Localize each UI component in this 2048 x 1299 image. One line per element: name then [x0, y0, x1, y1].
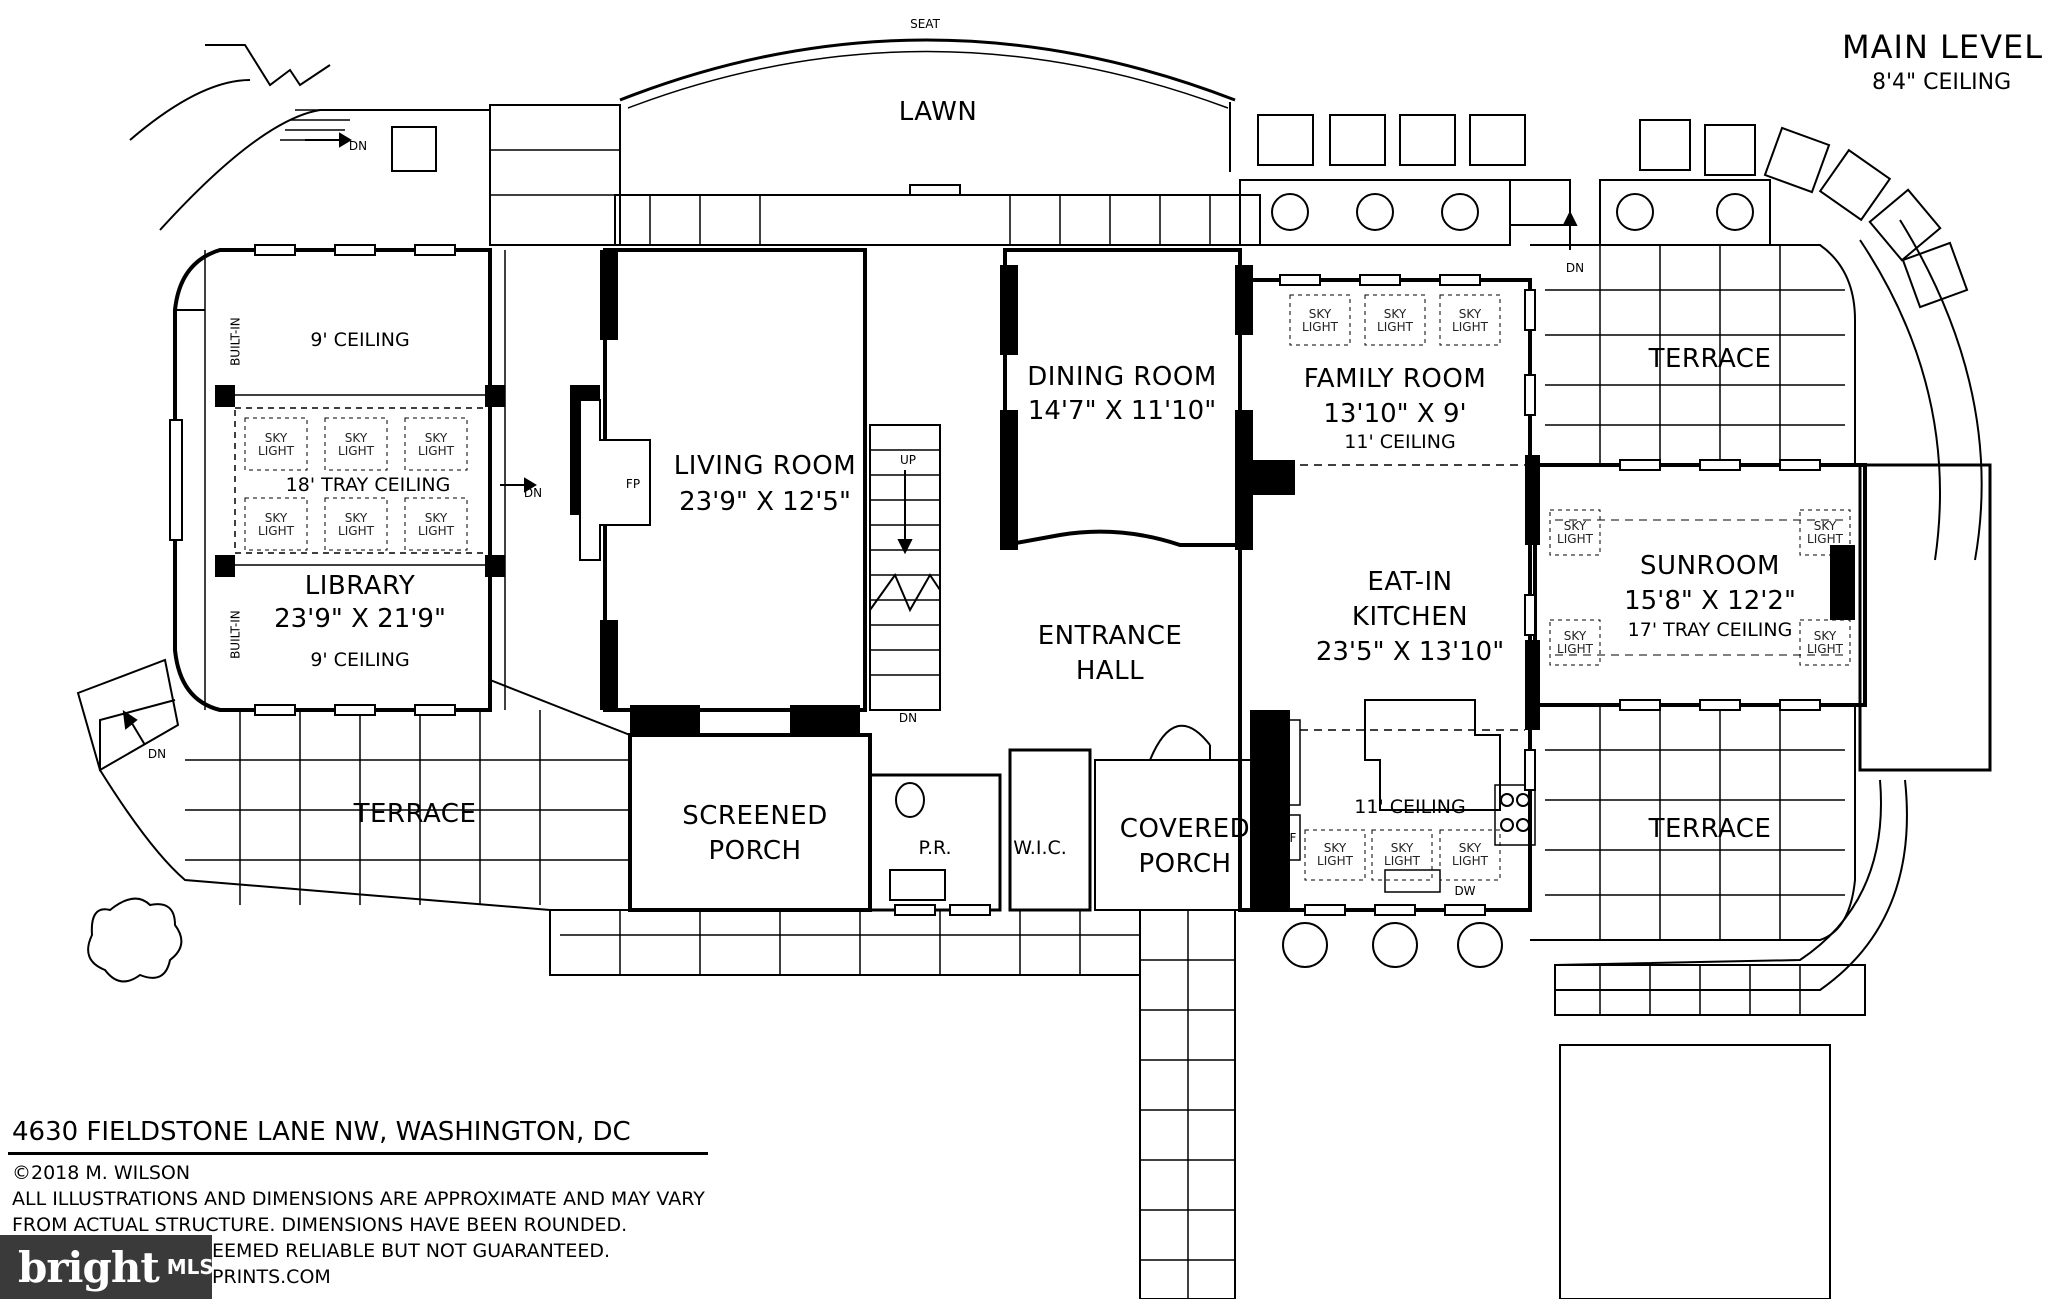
kitchen-dims: 23'5" X 13'10"	[1315, 637, 1505, 667]
terrace-left	[220, 678, 1141, 1299]
library-dn-label: DN	[523, 486, 543, 500]
terrace-right-bottom	[1530, 704, 1856, 941]
family-room-dims: 13'10" X 9'	[1323, 399, 1467, 429]
terrace-right-top-label: TERRACE	[1648, 344, 1772, 374]
dw-label: DW	[1454, 884, 1476, 898]
stair-up-label: UP	[899, 453, 917, 467]
dining-room-walls	[1003, 248, 1242, 548]
disclaimer-line-3: EEMED RELIABLE BUT NOT GUARANTEED.	[212, 1240, 611, 1262]
family-room-name: FAMILY ROOM	[1303, 364, 1487, 394]
copyright: ©2018 M. WILSON	[12, 1162, 191, 1184]
dining-room-name: DINING ROOM	[1027, 362, 1217, 392]
covered-porch-name-1: COVERED	[1119, 814, 1251, 844]
lawn-seat-arc	[619, 38, 1236, 102]
disclaimer-line-4: PRINTS.COM	[212, 1266, 331, 1288]
dining-room-dims: 14'7" X 11'10"	[1027, 396, 1217, 426]
kitchen-name-2: KITCHEN	[1351, 602, 1469, 632]
dbl-oven-label: DBL OVEN	[1277, 735, 1292, 798]
entrance-hall-name-1: ENTRANCE	[1037, 621, 1183, 651]
plan-title: MAIN LEVEL	[1842, 28, 2044, 66]
terrace-left-label: TERRACE	[353, 799, 477, 829]
terrace-top-dn-label: DN	[1565, 261, 1585, 275]
sunroom-fp-label: FP	[1832, 576, 1848, 590]
sunroom-dims: 15'8" X 12'2"	[1624, 586, 1796, 616]
library-tray-ceiling: 18' TRAY CEILING	[285, 474, 451, 496]
terrace-right-top	[1530, 244, 1856, 466]
entrance-hall-name-2: HALL	[1075, 656, 1145, 686]
sunroom-name: SUNROOM	[1640, 551, 1780, 581]
lawn-label: LAWN	[898, 97, 978, 127]
plan-subtitle: 8'4" CEILING	[1872, 70, 2012, 95]
property-address: 4630 FIELDSTONE LANE NW, WASHINGTON, DC	[12, 1117, 631, 1147]
wic-label: W.I.C.	[1013, 837, 1067, 859]
logo-wordmark: bright	[18, 1242, 160, 1292]
library-dims: 23'9" X 21'9"	[274, 604, 446, 634]
terrace-right-bottom-label: TERRACE	[1648, 814, 1772, 844]
disclaimer-line-1: ALL ILLUSTRATIONS AND DIMENSIONS ARE APP…	[12, 1188, 705, 1210]
family-room-ceiling: 11' CEILING	[1344, 431, 1456, 453]
covered-porch-name-2: PORCH	[1138, 849, 1232, 879]
kitchen-name-1: EAT-IN	[1367, 567, 1453, 597]
living-room-name: LIVING ROOM	[673, 451, 857, 481]
built-in-label-bottom: BUILT-IN	[228, 610, 243, 659]
library-name: LIBRARY	[304, 571, 416, 601]
terrace-dn-label: DN	[147, 747, 167, 761]
powder-room-label: P.R.	[918, 837, 952, 859]
bright-mls-logo: bright MLS	[0, 1235, 214, 1299]
sunroom-walls	[1533, 463, 1867, 707]
library-walls	[173, 248, 492, 712]
ref-label: REF	[1273, 831, 1297, 845]
logo-mls: MLS	[166, 1255, 214, 1279]
disclaimer-line-2: FROM ACTUAL STRUCTURE. DIMENSIONS HAVE B…	[12, 1214, 628, 1236]
kitchen-ceiling: 11' CEILING	[1354, 796, 1466, 818]
upper-dn-label: DN	[348, 139, 368, 153]
address-rule	[8, 1152, 708, 1155]
sunroom-ceiling: 17' TRAY CEILING	[1627, 619, 1793, 641]
stone-walk-top	[489, 104, 621, 246]
library-ceiling-top: 9' CEILING	[310, 329, 410, 351]
seat-label: SEAT	[910, 17, 940, 31]
built-in-label-top: BUILT-IN	[228, 317, 243, 366]
library-ceiling-bottom: 9' CEILING	[310, 649, 410, 671]
living-fp-label: FP	[625, 477, 641, 491]
screened-porch-name-2: PORCH	[708, 836, 802, 866]
stair-dn-label: DN	[898, 711, 918, 725]
screened-porch-name-1: SCREENED	[682, 801, 828, 831]
living-room-dims: 23'9" X 12'5"	[679, 487, 851, 517]
